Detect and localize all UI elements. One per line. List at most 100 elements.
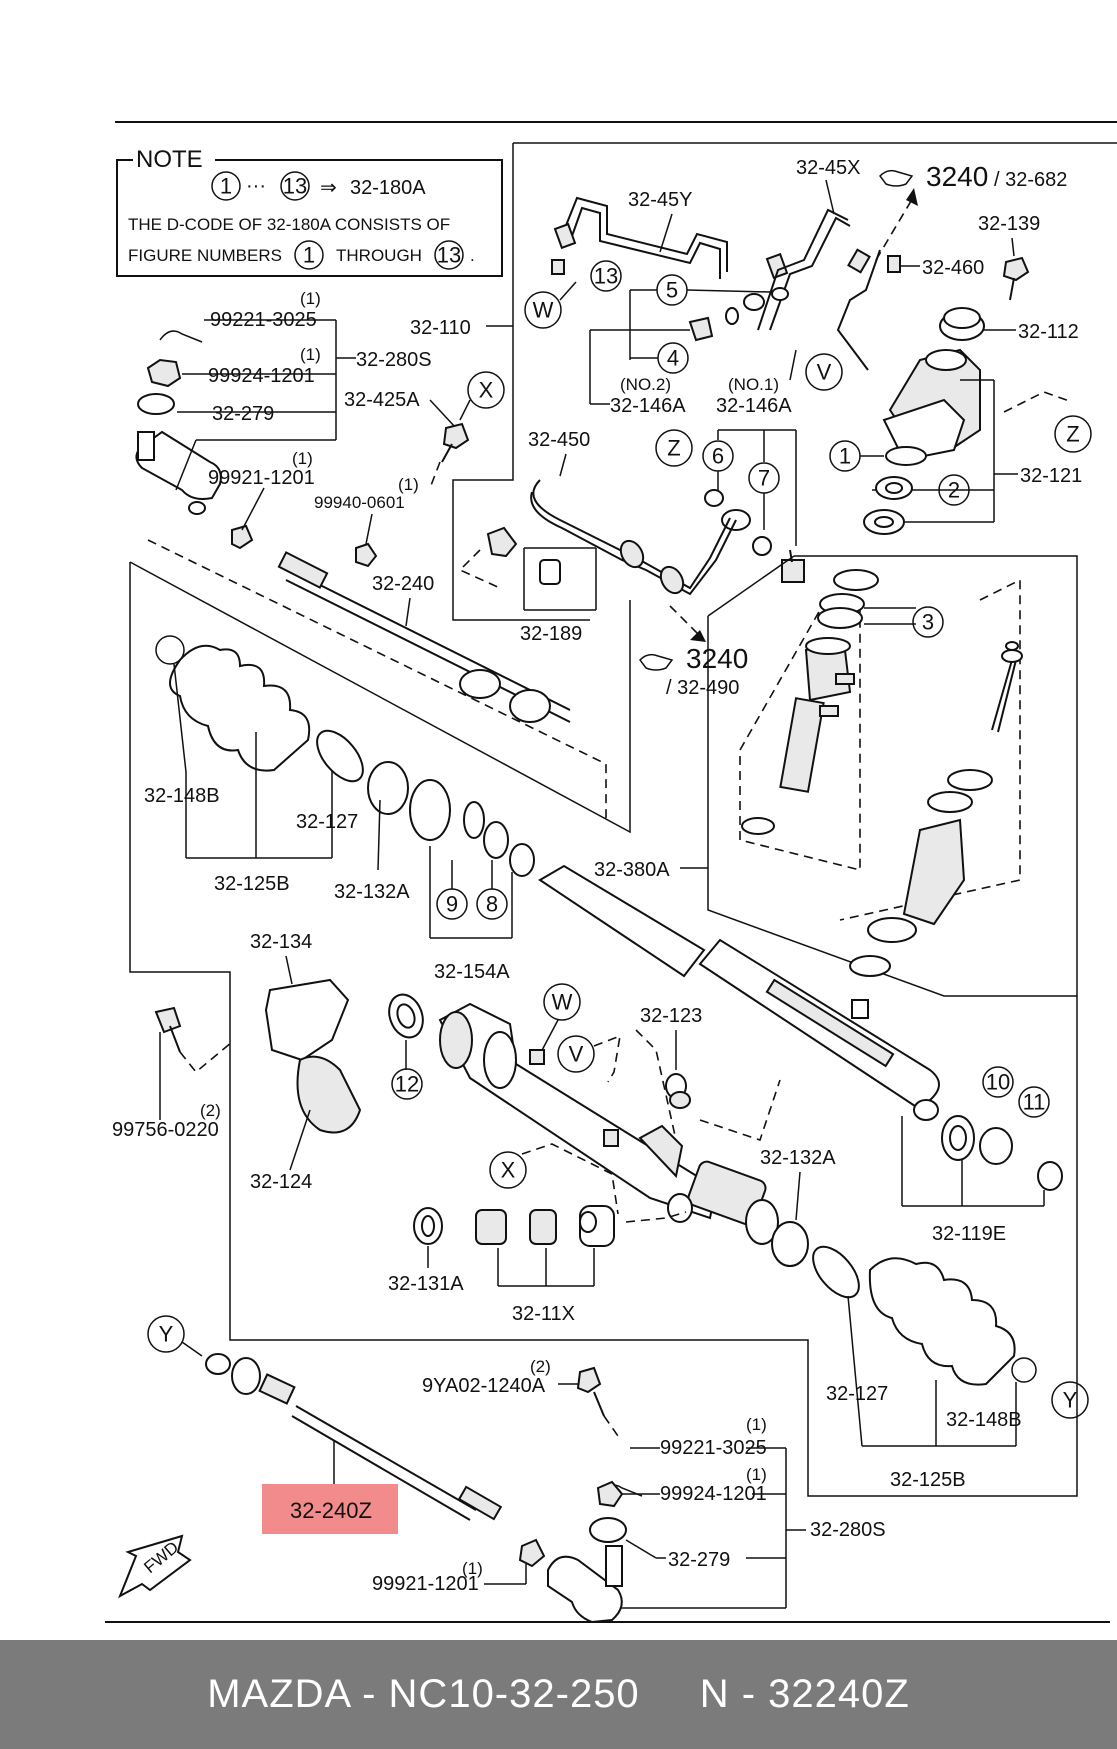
callout-W-lower [543, 983, 581, 1021]
label-32-189: 32-189 [520, 623, 582, 645]
parts-diagram: NOTE 1 ··· 13 ⇒ 32-180A THE D-CODE OF 32… [105, 121, 1117, 1624]
svg-text:8: 8 [486, 892, 498, 917]
label-32-45X: 32-45X [796, 157, 861, 179]
qty-99924-1201-lower: (1) [746, 1465, 767, 1484]
callout-Z-right [1054, 415, 1092, 453]
label-32-132A-right: 32-132A [760, 1147, 836, 1169]
pipe-32-45X [757, 208, 849, 331]
ref-32-490: / 32-490 [666, 677, 739, 699]
label-32-450: 32-450 [528, 429, 590, 451]
svg-text:X: X [501, 1158, 516, 1183]
label-32-280S-lower: 32-280S [810, 1519, 886, 1541]
footer-part-number: MAZDA - NC10-32-250 [207, 1672, 640, 1716]
label-32-148B-right: 32-148B [946, 1409, 1022, 1431]
bushing-32-124 [296, 1055, 362, 1134]
qty-99924-1201-upper: (1) [300, 345, 321, 364]
label-32-131A: 32-131A [388, 1273, 464, 1295]
note-callout-1: 1 [303, 243, 315, 268]
svg-text:5: 5 [666, 278, 678, 303]
label-32-148B-left: 32-148B [144, 785, 220, 807]
label-32-146A-no2: 32-146A [610, 395, 686, 417]
note-arrow: ⇒ [320, 177, 337, 199]
callout-10 [982, 1066, 1014, 1098]
label-32-425A: 32-425A [344, 389, 420, 411]
qty-99221-3025-upper: (1) [300, 289, 321, 308]
label-32-121: 32-121 [1020, 465, 1082, 487]
callout-Y-left [147, 1315, 185, 1353]
note-dots: ··· [246, 175, 266, 197]
label-99924-1201-lower: 99924-1201 [660, 1483, 767, 1505]
note-line3a: FIGURE NUMBERS [128, 246, 282, 265]
label-99921-1201-lower: 99921-1201 [372, 1573, 479, 1595]
note-target: 32-180A [350, 177, 426, 199]
label-99756-0220: 99756-0220 [112, 1119, 219, 1141]
svg-text:13: 13 [594, 264, 618, 289]
callout-V-top [805, 353, 843, 391]
svg-text:10: 10 [986, 1070, 1010, 1095]
tie-rod-end-lower [547, 1555, 623, 1624]
svg-text:9: 9 [446, 892, 458, 917]
highlight-32-240Z [262, 1484, 398, 1534]
callout-X-lower [489, 1151, 527, 1189]
note-line3b: THROUGH [336, 246, 422, 265]
note-box: NOTE 1 ··· 13 ⇒ 32-180A THE D-CODE OF 32… [116, 146, 503, 277]
svg-text:6: 6 [712, 444, 724, 469]
svg-text:12: 12 [395, 1072, 419, 1097]
qty-99921-1201-lower: (1) [462, 1559, 483, 1578]
qty-9YA02: (2) [530, 1357, 551, 1376]
label-99221-3025-upper: 99221-3025 [210, 309, 317, 331]
qty-99921-1201-upper: (1) [292, 449, 313, 468]
label-32-380A: 32-380A [594, 859, 670, 881]
note-callout-start: 1 [220, 174, 232, 199]
svg-text:4: 4 [667, 346, 679, 371]
footer-ref-code: N - 32240Z [699, 1672, 910, 1716]
tie-rod-end-upper [135, 330, 254, 550]
label-32-112: 32-112 [1018, 321, 1079, 343]
boot-right [868, 1257, 1016, 1386]
callout-2 [938, 474, 970, 506]
note-line3-end: . [470, 246, 475, 265]
svg-text:V: V [817, 360, 832, 385]
label-no1: (NO.1) [728, 375, 779, 394]
label-32-240Z: 32-240Z [290, 1498, 372, 1523]
svg-text:2: 2 [948, 478, 960, 503]
callout-Z-left [655, 429, 693, 467]
svg-text:Y: Y [1063, 1388, 1078, 1413]
outline-32-380A [707, 555, 1078, 997]
label-32-139: 32-139 [978, 213, 1040, 235]
label-32-460: 32-460 [922, 257, 984, 279]
outline-rack-lower [129, 562, 1078, 1497]
svg-text:W: W [552, 990, 573, 1015]
label-99924-1201-upper: 99924-1201 [208, 365, 315, 387]
callout-X-top [467, 371, 505, 409]
label-32-127-left: 32-127 [296, 811, 358, 833]
svg-text:1: 1 [839, 444, 851, 469]
arrow-head-top [906, 188, 918, 206]
svg-text:W: W [533, 298, 554, 323]
note-callout-13: 13 [437, 243, 461, 268]
inner-rod-lower [295, 1405, 477, 1511]
label-32-134: 32-134 [250, 931, 312, 953]
ref-32-682: / 32-682 [994, 169, 1067, 191]
note-title: NOTE [136, 146, 203, 173]
footer-bar: MAZDA - NC10-32-250 N - 32240Z [0, 1640, 1117, 1749]
ref-3240-top: 3240 [926, 161, 988, 192]
callout-Y-right [1051, 1381, 1089, 1419]
ref-3240-mid: 3240 [686, 643, 748, 674]
label-32-279-upper: 32-279 [212, 403, 274, 425]
label-32-11X: 32-11X [512, 1303, 575, 1325]
qty-99940-0601: (1) [398, 475, 419, 494]
inner-rod-top [289, 569, 571, 711]
note-callout-end: 13 [283, 174, 307, 199]
callout-V-lower [557, 1035, 595, 1073]
label-32-123: 32-123 [640, 1005, 702, 1027]
note-line2: THE D-CODE OF 32-180A CONSISTS OF [128, 215, 450, 234]
callout-3 [912, 606, 944, 638]
hand-pointer-icon [879, 169, 914, 187]
svg-text:X: X [479, 378, 494, 403]
callout-11 [1018, 1086, 1050, 1118]
label-99921-1201-upper: 99921-1201 [208, 467, 315, 489]
pipe-32-45Y [564, 196, 728, 272]
svg-text:V: V [569, 1042, 584, 1067]
label-32-279-lower: 32-279 [668, 1549, 730, 1571]
